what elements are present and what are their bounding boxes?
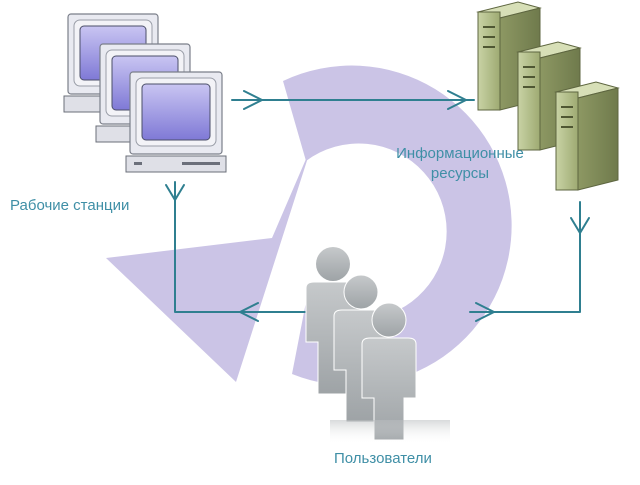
computer-icon — [125, 71, 227, 173]
connector-left — [174, 181, 307, 313]
cycle-arrow — [106, 65, 512, 386]
resources-label: Информационные ресурсы — [376, 144, 544, 184]
workstations-label: Рабочие станции — [10, 197, 130, 214]
users-label: Пользователи — [334, 450, 432, 467]
arrow-right-bottom — [475, 302, 495, 322]
person-icon — [361, 302, 417, 441]
users-reflection — [330, 420, 450, 444]
arrow-top-left — [243, 90, 263, 110]
arrow-left-bottom — [239, 302, 259, 322]
arrow-right-down — [570, 217, 590, 234]
cycle-ring — [283, 65, 512, 386]
arrow-top-right — [447, 90, 467, 110]
resources-label-line1: Информационные — [396, 145, 524, 162]
arrow-left-down — [165, 184, 185, 201]
workstations-group — [63, 13, 227, 173]
server-icon — [554, 81, 620, 191]
resources-label-line2: ресурсы — [430, 165, 490, 182]
users-group — [305, 247, 450, 444]
connectors — [165, 90, 590, 322]
connector-right — [469, 201, 581, 313]
cycle-arrowhead — [106, 145, 312, 382]
servers-group — [476, 1, 620, 191]
